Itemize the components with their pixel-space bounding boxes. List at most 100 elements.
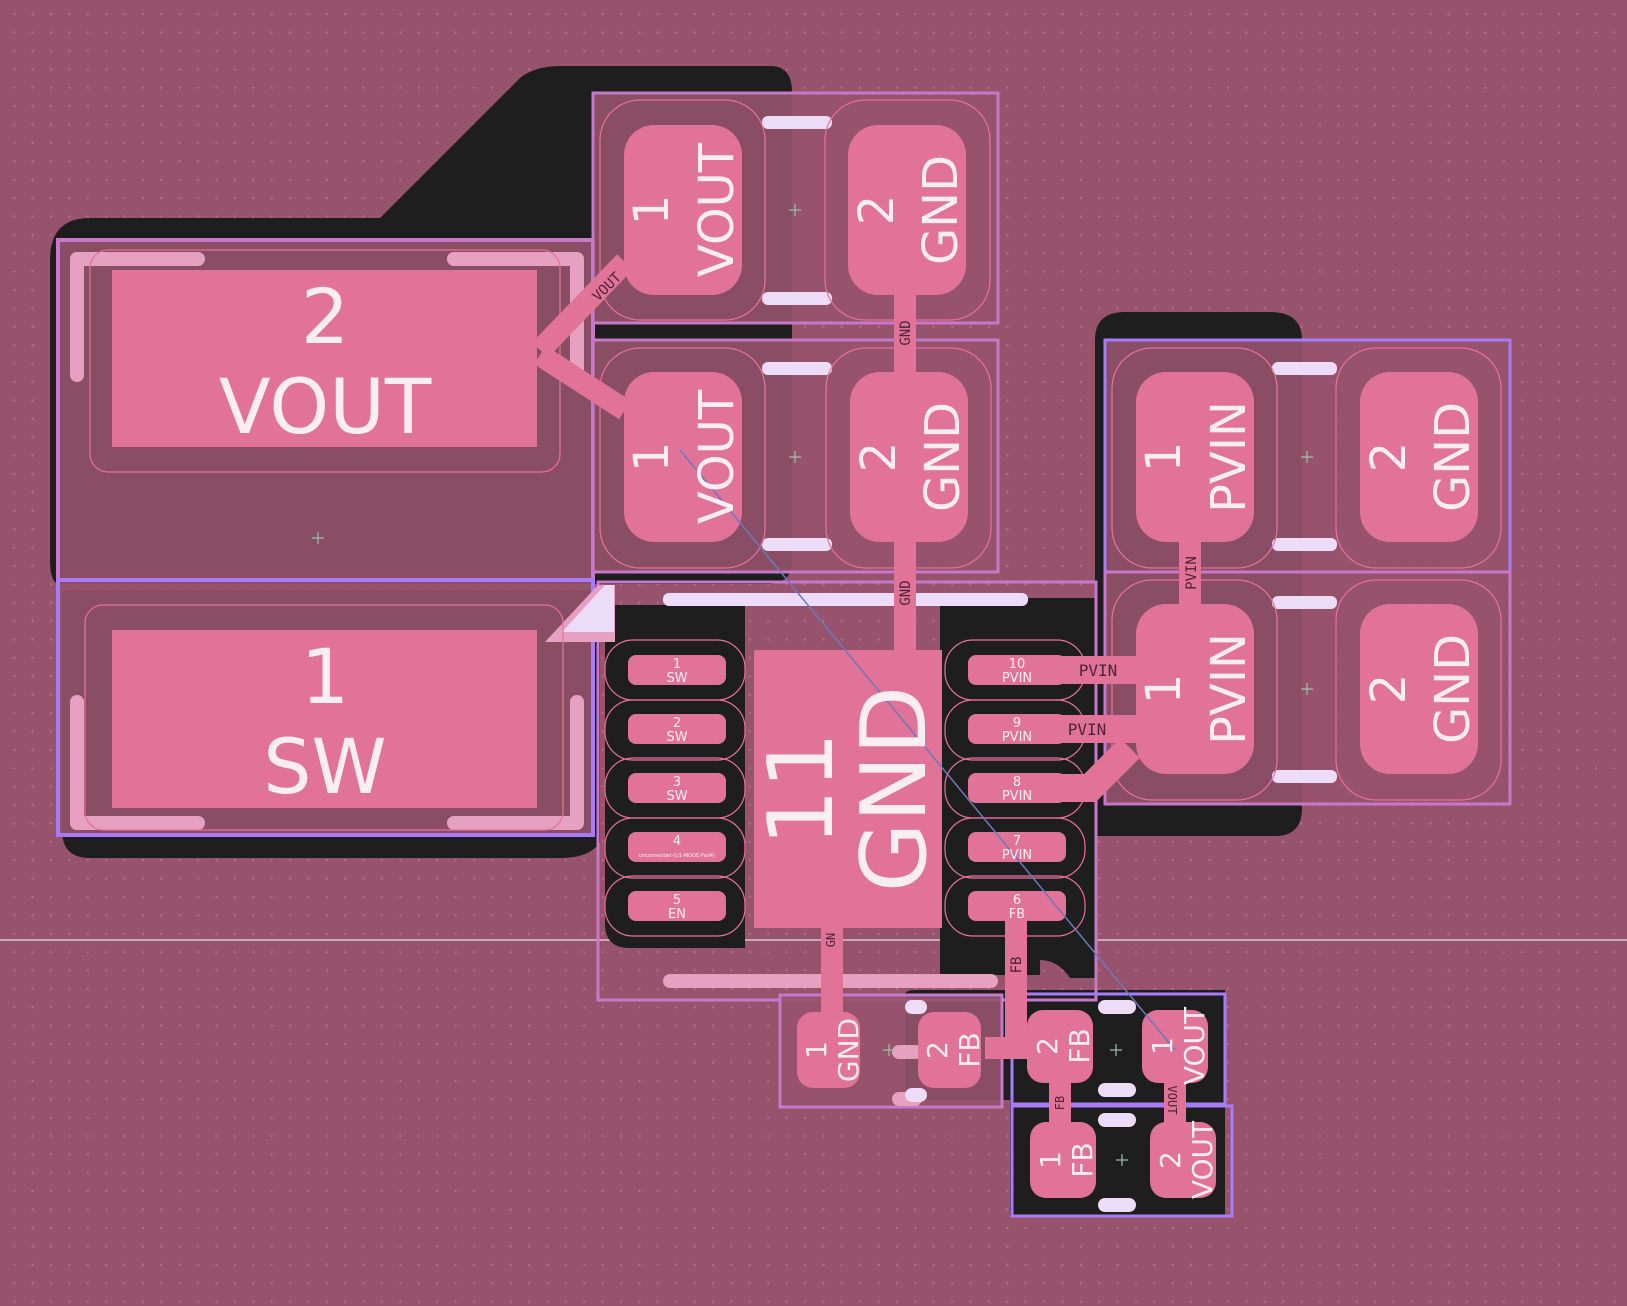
pad-net: FB xyxy=(953,1032,986,1067)
ic-pin-5 xyxy=(628,891,726,921)
pad-net: VOUT xyxy=(219,362,432,451)
pad-net: PVIN xyxy=(1201,401,1257,513)
cap-vout-a-pad-2 xyxy=(848,125,966,295)
pad-net: GND xyxy=(915,402,971,512)
clearance-outlines xyxy=(84,99,1502,937)
r-bottom-pad-2 xyxy=(918,1012,981,1088)
pin-net: SW xyxy=(666,789,687,804)
pad-number: 2 xyxy=(1154,1151,1187,1169)
ic-pin-7 xyxy=(968,832,1066,862)
pad-net: FB xyxy=(1066,1142,1099,1177)
track-label: PVIN xyxy=(1079,661,1118,680)
exposed-pad-number: 11 xyxy=(749,732,854,847)
pin-number: 6 xyxy=(1013,893,1021,908)
pad-net: VOUT xyxy=(1186,1120,1219,1199)
ic-labels: 11 GND 1 SW 2 SW 3 SW 4 unconnected-(U1-… xyxy=(639,657,1032,922)
pad-net: FB xyxy=(1063,1028,1096,1063)
pin-number: 2 xyxy=(673,716,681,731)
pin-net: PVIN xyxy=(1002,789,1032,804)
track-label: FB xyxy=(1009,957,1025,974)
ic-pin-8 xyxy=(968,773,1066,803)
pad-number: 1 xyxy=(800,1041,833,1059)
track-label: PVIN xyxy=(1068,720,1107,739)
cap-pvin-b-pad-1 xyxy=(1136,604,1254,774)
pin-net: PVIN xyxy=(1002,848,1032,863)
pin-number: 4 xyxy=(673,834,681,849)
track-label: VOUT xyxy=(1165,1086,1179,1115)
pin-number: 9 xyxy=(1013,716,1021,731)
pad-net: PVIN xyxy=(1201,633,1257,745)
pin-net: EN xyxy=(668,907,686,922)
solder-mask-marks xyxy=(562,116,1337,1212)
track-label: GND xyxy=(898,580,914,605)
pad-net: VOUT xyxy=(689,389,745,524)
ic-pin-3 xyxy=(628,773,726,803)
cap-vout-a-labels: 1 VOUT 2 GND xyxy=(624,142,969,277)
pad-net: GND xyxy=(1425,634,1481,744)
track-label: GN xyxy=(824,933,838,947)
track-label: PVIN xyxy=(1184,556,1200,590)
cap-pvin-b-pad-2 xyxy=(1360,604,1478,774)
cap-vout-b-labels: 1 VOUT 2 GND xyxy=(624,389,971,524)
c-ff-courtyard xyxy=(1010,1104,1234,1218)
ratsnest-line xyxy=(679,449,1176,1051)
ic-pin-2 xyxy=(628,714,726,744)
pad-number: 1 xyxy=(1136,442,1192,473)
pad-net: GND xyxy=(913,155,969,265)
pad-net: SW xyxy=(263,722,386,811)
pad-number: 2 xyxy=(1031,1037,1064,1055)
pad-net: GND xyxy=(832,1018,865,1082)
pin-net: unconnected-(U1-MODE-Pad4) xyxy=(639,853,715,859)
pads[interactable] xyxy=(112,125,1478,1198)
pad-net: VOUT xyxy=(689,142,745,277)
pad-number: 1 xyxy=(624,195,680,226)
pad-number: 2 xyxy=(921,1041,954,1059)
inductor-pad-1 xyxy=(112,630,537,808)
ic-pin-1 xyxy=(628,655,726,685)
pad-number: 1 xyxy=(1136,674,1192,705)
r-top-pad-2 xyxy=(1027,1010,1093,1083)
pin-number: 3 xyxy=(673,775,681,790)
track-label: GND xyxy=(898,320,914,345)
pad-number: 2 xyxy=(1361,442,1417,473)
pad-number: 1 xyxy=(1146,1037,1179,1055)
pad-number: 2 xyxy=(849,195,905,226)
pin-net: FB xyxy=(1009,907,1025,922)
cap-vout-a-pad-1 xyxy=(624,125,742,295)
cap-vout-b-pad-2 xyxy=(850,372,968,542)
ic-pin-9 xyxy=(968,714,1066,744)
pad-number: 1 xyxy=(1034,1151,1067,1169)
c-ff-pad-2 xyxy=(1150,1122,1216,1198)
pin-number: 1 xyxy=(673,657,681,672)
inductor-pad-2 xyxy=(112,270,537,447)
pin-net: SW xyxy=(666,671,687,686)
ic-pin-6 xyxy=(968,891,1066,921)
r-bottom-pad-1 xyxy=(797,1012,860,1088)
ic-pin-10 xyxy=(968,655,1066,685)
pad-number: 2 xyxy=(301,272,349,361)
cap-pvin-b-labels: 1 PVIN 2 GND xyxy=(1136,633,1481,745)
pad-number: 1 xyxy=(624,442,680,473)
pin-net: SW xyxy=(666,730,687,745)
pad-net: GND xyxy=(1425,402,1481,512)
pin-number: 8 xyxy=(1013,775,1021,790)
ic-exposed-pad xyxy=(754,650,942,928)
pin-net: PVIN xyxy=(1002,730,1032,745)
pad-number: 2 xyxy=(851,442,907,473)
ic-pin-4 xyxy=(628,832,726,862)
track-net-labels: VOUT GND GND PVIN PVIN PVIN FB FB VOUT G… xyxy=(590,269,1200,1114)
pad-number: 2 xyxy=(1361,674,1417,705)
track-label: FB xyxy=(1053,1096,1067,1110)
pin-number: 5 xyxy=(673,893,681,908)
cap-pvin-a-pad-1 xyxy=(1136,372,1254,542)
pad-net: VOUT xyxy=(1178,1006,1211,1085)
pad-number: 1 xyxy=(301,632,349,721)
cap-pvin-a-labels: 1 PVIN 2 GND xyxy=(1136,401,1481,513)
footprint-anchors xyxy=(312,204,1313,1166)
cap-pvin-a-pad-2 xyxy=(1360,372,1478,542)
cap-vout-b-pad-1 xyxy=(624,372,742,542)
pin-number: 7 xyxy=(1013,834,1021,849)
r-top-pad-1 xyxy=(1142,1010,1208,1083)
